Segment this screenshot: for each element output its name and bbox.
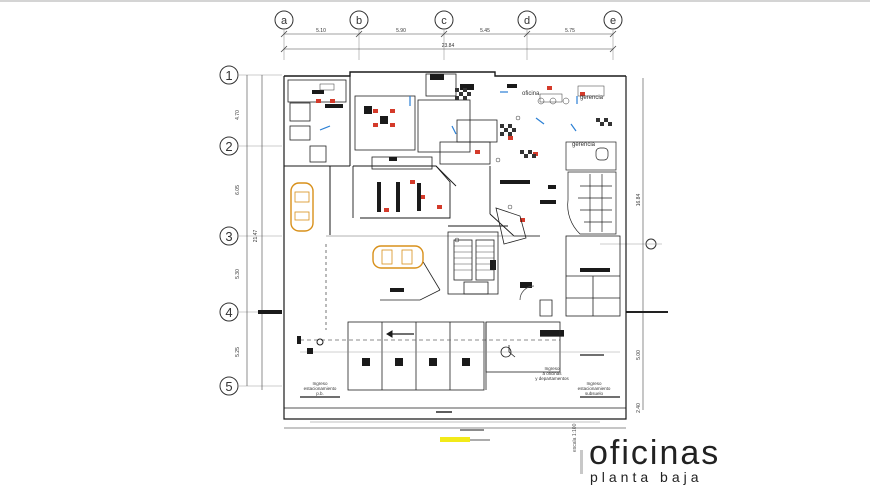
entry-label-line: Ingreso [586, 381, 602, 386]
top-dim-3: 5.45 [480, 28, 490, 34]
room-label-gerencia-1: gerencia [580, 95, 604, 101]
entry-label-line: estacionamiento [578, 386, 611, 391]
column-label-c: c [441, 15, 447, 27]
row-bubble-5: 5 [219, 376, 239, 396]
column-bubble-e: e [603, 10, 623, 30]
entry-label-line: a oficinas [542, 371, 562, 376]
left-dim-total: 21.47 [253, 230, 259, 243]
scale-bar [580, 450, 583, 474]
building-outline [283, 71, 627, 429]
parked-car-left [290, 182, 314, 232]
left-dim-2: 6.05 [235, 185, 241, 195]
row-label-5: 5 [225, 379, 232, 394]
parking-markers [258, 310, 470, 366]
top-dim-total: 23.84 [442, 43, 455, 49]
furniture-clusters [312, 74, 610, 336]
row-label-3: 3 [225, 229, 232, 244]
scale-note: escala 1:100 [572, 423, 578, 452]
row-label-1: 1 [225, 68, 232, 83]
top-dim-2: 5.90 [396, 28, 406, 34]
column-bubble-d: d [517, 10, 537, 30]
row-bubble-3: 3 [219, 226, 239, 246]
column-grid: a b c d e [274, 10, 623, 60]
entry-label-line: Ingreso [312, 381, 328, 386]
drawing-subtitle: planta baja [590, 469, 703, 485]
room-label-oficina: oficina [522, 91, 540, 97]
central-core [325, 165, 540, 330]
row-label-4: 4 [225, 305, 232, 320]
entry-label-line: subsuelo [585, 391, 604, 396]
ramp-spiral [565, 141, 617, 235]
door-markers [319, 91, 578, 135]
top-dim-4: 5.75 [565, 28, 575, 34]
parked-car-center [372, 245, 424, 269]
top-dim-1: 5.10 [316, 28, 326, 34]
north-marker [440, 437, 470, 442]
left-dim-1: 4.70 [235, 110, 241, 120]
top-dimension-chain: 5.10 5.90 5.45 5.75 23.84 [280, 28, 617, 53]
right-dimension-chain: 16.84 5.00 2.40 [600, 78, 668, 413]
column-label-e: e [610, 15, 616, 27]
drawing-title: oficinas [589, 434, 721, 472]
row-grid: 1 2 3 4 5 [219, 65, 282, 396]
entry-label-line: Ingreso [544, 366, 560, 371]
right-dim-3: 2.40 [636, 403, 642, 413]
left-dim-4: 5.25 [235, 347, 241, 357]
accessible-parking-icon [500, 345, 516, 358]
column-label-a: a [281, 15, 288, 27]
entry-label-line: p.b. [316, 391, 324, 396]
room-label-gerencia-2: gerencia [572, 142, 596, 148]
column-bubble-c: c [434, 10, 454, 30]
entry-label-line: y departamentos [535, 376, 569, 381]
left-dimension-chain: 4.70 6.05 5.30 5.25 21.47 [235, 75, 263, 390]
right-lower-block [519, 235, 621, 317]
column-label-b: b [356, 15, 362, 27]
row-bubble-2: 2 [219, 136, 239, 156]
parking-stalls [300, 321, 620, 391]
row-bubble-4: 4 [219, 302, 239, 322]
column-bubble-b: b [349, 10, 369, 30]
right-dim-2: 5.00 [636, 350, 642, 360]
bathroom-tiles [455, 88, 612, 158]
column-bubble-a: a [274, 10, 294, 30]
right-dim-1: 16.84 [636, 194, 642, 207]
left-dim-3: 5.30 [235, 269, 241, 279]
entry-label-line: estacionamiento [304, 386, 337, 391]
row-bubble-1: 1 [219, 65, 239, 85]
section-markers [300, 330, 620, 431]
row-label-2: 2 [225, 139, 232, 154]
column-label-d: d [524, 15, 530, 27]
